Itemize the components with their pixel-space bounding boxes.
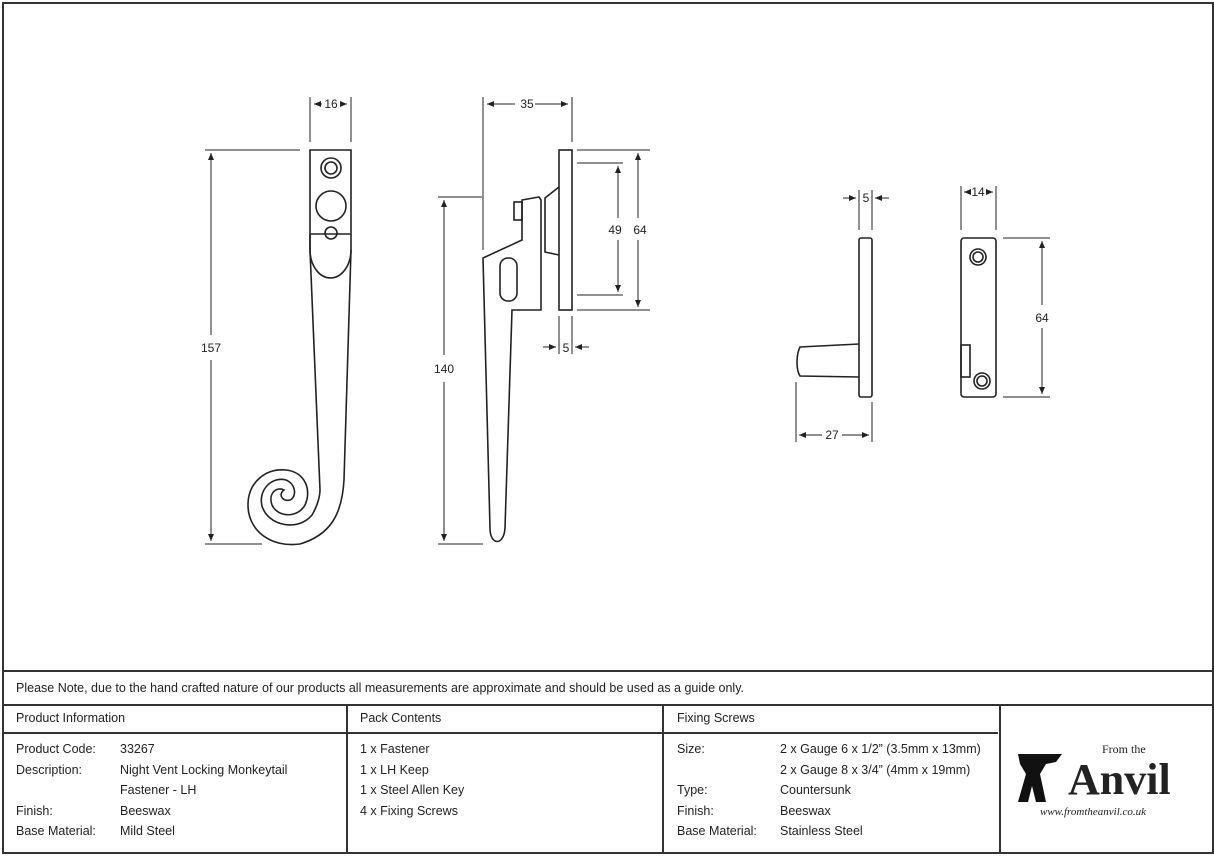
- disclaimer-note: Please Note, due to the hand crafted nat…: [16, 681, 745, 695]
- dim-height-140: 140: [434, 362, 454, 376]
- label-finish: Finish:: [16, 804, 53, 818]
- product-info-heading: Product Information: [16, 711, 126, 725]
- dim-keep-14: 14: [971, 185, 985, 199]
- lock-hole-icon: [315, 190, 347, 222]
- keep-front-view: [960, 237, 997, 398]
- value-base-material: Stainless Steel: [780, 824, 863, 838]
- keep-side-view: [796, 237, 873, 398]
- value-base-material: Mild Steel: [120, 824, 175, 838]
- value-type: Countersunk: [780, 783, 851, 797]
- fixing-screws-heading: Fixing Screws: [677, 711, 755, 725]
- logo-big-text: Anvil: [1068, 755, 1171, 804]
- label-finish: Finish:: [677, 804, 714, 818]
- dim-height-157: 157: [201, 341, 221, 355]
- value-size-2: 2 x Gauge 8 x 3/4” (4mm x 19mm): [780, 763, 971, 777]
- from-the-anvil-logo: From the Anvil www.fromtheanvil.co.uk: [1016, 742, 1196, 822]
- label-base-material: Base Material:: [16, 824, 96, 838]
- side-view-fastener: [482, 149, 573, 543]
- value-description-cont: Fastener - LH: [120, 783, 197, 797]
- value-description: Night Vent Locking Monkeytail: [120, 763, 288, 777]
- label-type: Type:: [677, 783, 708, 797]
- dim-plate-49: 49: [608, 223, 622, 237]
- keep-front-dimensions: [960, 186, 1050, 398]
- list-item: 1 x Steel Allen Key: [360, 783, 465, 797]
- pack-contents-heading: Pack Contents: [360, 711, 442, 725]
- value-product-code: 33267: [120, 742, 155, 756]
- dim-keep-64: 64: [1035, 311, 1049, 325]
- dim-plate-5: 5: [563, 341, 570, 355]
- label-base-material: Base Material:: [677, 824, 757, 838]
- logo-url: www.fromtheanvil.co.uk: [1040, 806, 1147, 818]
- label-product-code: Product Code:: [16, 742, 96, 756]
- label-size: Size:: [677, 742, 705, 756]
- dim-depth-35: 35: [520, 97, 534, 111]
- screw-hole-icon: [320, 157, 342, 179]
- front-view-fastener: [247, 149, 352, 546]
- dim-keep-27: 27: [825, 428, 839, 442]
- side-view-dimensions: [438, 97, 650, 545]
- list-item: 4 x Fixing Screws: [360, 804, 458, 818]
- info-table: Please Note, due to the hand crafted nat…: [2, 670, 1214, 854]
- keep-side-dimensions: [795, 190, 889, 442]
- list-item: 1 x Fastener: [360, 742, 430, 756]
- anvil-icon: [1018, 754, 1062, 802]
- technical-drawing: 16 157 35 140 49 64 5 5 27: [201, 97, 1050, 546]
- dim-plate-64: 64: [633, 223, 647, 237]
- dim-width-16: 16: [324, 97, 338, 111]
- label-description: Description:: [16, 763, 82, 777]
- value-size: 2 x Gauge 6 x 1/2” (3.5mm x 13mm): [780, 742, 981, 756]
- logo-small-text: From the: [1102, 742, 1146, 756]
- value-finish: Beeswax: [780, 804, 831, 818]
- front-view-dimensions: [205, 97, 352, 545]
- list-item: 1 x LH Keep: [360, 763, 429, 777]
- dim-keep-5: 5: [863, 191, 870, 205]
- value-finish: Beeswax: [120, 804, 171, 818]
